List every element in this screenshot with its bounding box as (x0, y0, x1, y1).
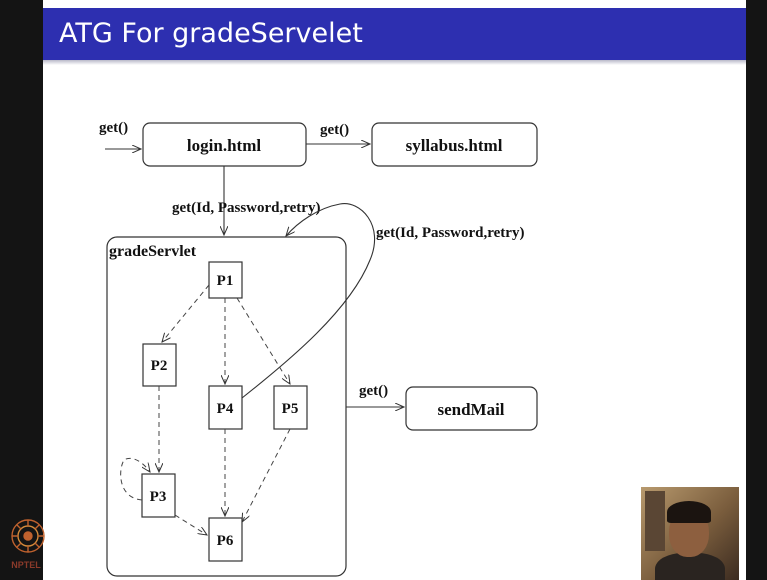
servlet-sendmail-label: get() (359, 383, 388, 399)
p1-node (208, 261, 243, 299)
nptel-logo (11, 519, 45, 553)
entry-edge-label: get() (99, 120, 128, 136)
p6-node (208, 517, 243, 562)
slide-title: ATG For gradeServelet (59, 18, 363, 49)
p6-label: P6 (217, 533, 234, 549)
syllabus-node (371, 122, 538, 167)
login-servlet-label: get(Id, Password,retry) (172, 200, 320, 216)
p3-p6-edge (174, 514, 207, 535)
servlet-label: gradeServlet (109, 243, 197, 260)
title-bar: ATG For gradeServelet (43, 8, 746, 60)
presenter-hair (667, 501, 711, 523)
syllabus-label: syllabus.html (406, 136, 503, 155)
background-frame (645, 491, 665, 551)
p4-node (208, 385, 243, 430)
login-syllabus-label: get() (320, 122, 349, 138)
login-label: login.html (187, 136, 261, 155)
p4-label: P4 (217, 401, 234, 417)
p4-servlet-edge (241, 203, 376, 399)
presenter-body (655, 553, 725, 580)
p2-node (142, 343, 177, 387)
p3-loop-edge (120, 457, 150, 501)
p3-node (141, 473, 176, 518)
p5-label: P5 (282, 401, 299, 417)
title-divider (43, 60, 746, 65)
p1-p5-edge (236, 297, 290, 384)
p3-label: P3 (150, 489, 167, 505)
sendmail-label: sendMail (437, 400, 504, 419)
p2-label: P2 (151, 358, 168, 374)
presenter-webcam (641, 487, 739, 580)
p5-node (273, 385, 308, 430)
p1-p2-edge (162, 284, 210, 342)
sendmail-node (405, 386, 538, 431)
p4-servlet-label: get(Id, Password,retry) (376, 225, 524, 241)
p1-label: P1 (217, 273, 234, 289)
nptel-logo-text: NPTEL (11, 560, 41, 570)
